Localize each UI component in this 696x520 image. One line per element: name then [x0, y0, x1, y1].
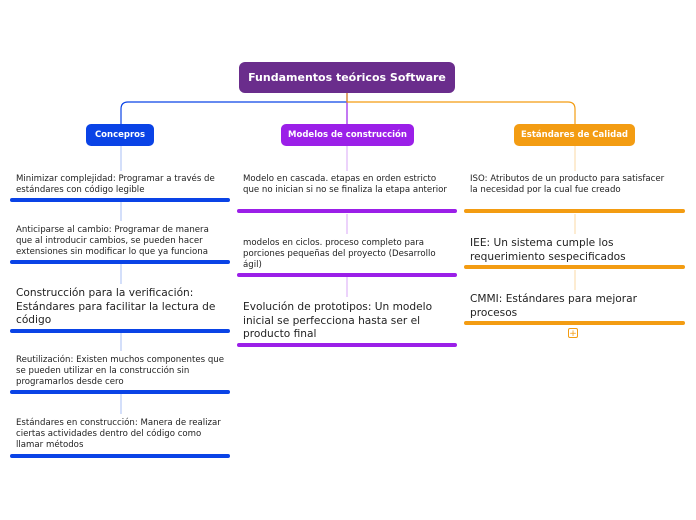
topic-underline — [237, 343, 457, 347]
connector-root-estandares — [346, 93, 576, 124]
branch-estandares-label: Estándares de Calidad — [520, 130, 629, 140]
topic-text: Anticiparse al cambio: Programar de mane… — [16, 225, 209, 257]
topic-text: ISO: Atributos de un producto para satis… — [470, 174, 665, 195]
topic-underline — [10, 454, 230, 458]
topic-underline — [10, 198, 230, 202]
topic-estandares-en-construccion[interactable]: Estándares en construcción: Manera de re… — [10, 418, 230, 458]
topic-text: Estándares en construcción: Manera de re… — [16, 418, 221, 450]
topic-underline — [10, 329, 230, 333]
branch-modelos-de-construccion[interactable]: Modelos de construcción — [281, 124, 414, 146]
connector-root-concepros — [120, 93, 348, 124]
plus-square-icon[interactable]: + — [568, 328, 578, 339]
topic-minimizar-complejidad[interactable]: Minimizar complejidad: Programar a travé… — [10, 174, 230, 202]
topic-modelos-en-ciclos[interactable]: modelos en ciclos. proceso completo para… — [237, 238, 457, 277]
branch-concepros-label: Concepros — [94, 130, 146, 140]
topic-modelo-en-cascada[interactable]: Modelo en cascada. etapas en orden estri… — [237, 174, 457, 213]
topic-text: IEE: Un sistema cumple los requerimiento… — [470, 237, 626, 263]
topic-underline — [464, 321, 685, 325]
topic-text: modelos en ciclos. proceso completo para… — [243, 238, 436, 270]
topic-text: Reutilización: Existen muchos componente… — [16, 355, 225, 387]
topic-text: Modelo en cascada. etapas en orden estri… — [243, 174, 447, 195]
root-topic-label: Fundamentos teóricos Software — [248, 71, 446, 84]
branch-modelos-label: Modelos de construcción — [288, 130, 407, 140]
topic-underline — [237, 209, 457, 213]
topic-construccion-verificacion[interactable]: Construcción para la verificación: Están… — [10, 287, 230, 333]
topic-iso[interactable]: ISO: Atributos de un producto para satis… — [464, 174, 685, 213]
root-topic[interactable]: Fundamentos teóricos Software — [239, 62, 455, 93]
topic-text: Construcción para la verificación: Están… — [16, 287, 216, 326]
topic-text: CMMI: Estándares para mejorar procesos — [470, 293, 637, 319]
topic-evolucion-de-prototipos[interactable]: Evolución de prototipos: Un modelo inici… — [237, 301, 457, 347]
branch-estandares-de-calidad[interactable]: Estándares de Calidad — [514, 124, 635, 146]
topic-text: Evolución de prototipos: Un modelo inici… — [243, 301, 433, 340]
topic-cmmi[interactable]: CMMI: Estándares para mejorar procesos — [464, 293, 685, 325]
topic-underline — [464, 209, 685, 213]
topic-text: Minimizar complejidad: Programar a travé… — [16, 174, 215, 195]
topic-underline — [10, 390, 230, 394]
branch-concepros[interactable]: Concepros — [86, 124, 154, 146]
topic-underline — [10, 260, 230, 264]
topic-underline — [464, 265, 685, 269]
topic-underline — [237, 273, 457, 277]
topic-iee[interactable]: IEE: Un sistema cumple los requerimiento… — [464, 237, 685, 269]
topic-anticiparse-al-cambio[interactable]: Anticiparse al cambio: Programar de mane… — [10, 225, 230, 264]
topic-reutilizacion[interactable]: Reutilización: Existen muchos componente… — [10, 355, 230, 394]
